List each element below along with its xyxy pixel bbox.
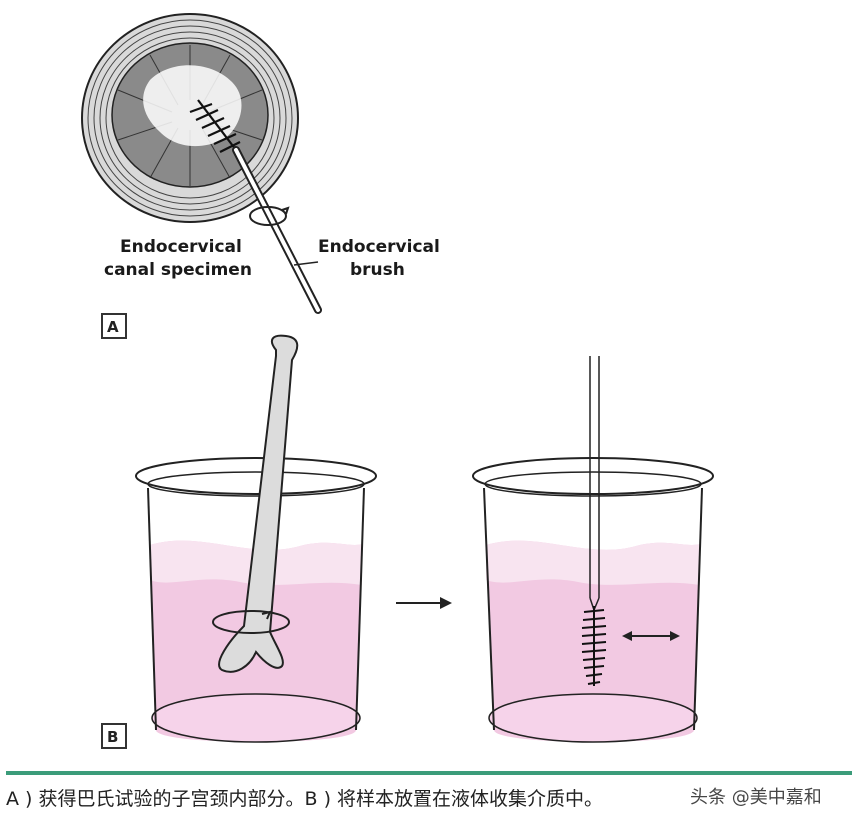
caption-divider xyxy=(6,771,852,775)
brush-label-line2: brush xyxy=(350,260,405,280)
specimen-label-line1: Endocervical xyxy=(120,237,242,257)
right-beaker xyxy=(472,356,714,743)
panel-b-label: B xyxy=(107,728,118,746)
watermark: 头条 @美中嘉和 xyxy=(690,787,822,808)
specimen-label-line2: canal specimen xyxy=(104,260,252,280)
transfer-arrow-head xyxy=(440,597,452,609)
figure-illustration: Endocervical canal specimen Endocervical… xyxy=(81,13,714,749)
panel-a-label: A xyxy=(107,318,119,336)
figure-caption: A ) 获得巴氏试验的子宫颈内部分。B ) 将样本放置在液体收集介质中。 xyxy=(6,788,604,810)
panel-b-illustration: B xyxy=(101,334,714,749)
brush-label-line1: Endocervical xyxy=(318,237,440,257)
panel-b-label-box xyxy=(101,723,127,749)
panel-a-illustration: Endocervical canal specimen Endocervical… xyxy=(81,13,440,339)
panel-a-label-box xyxy=(101,313,127,339)
left-beaker xyxy=(135,334,377,743)
